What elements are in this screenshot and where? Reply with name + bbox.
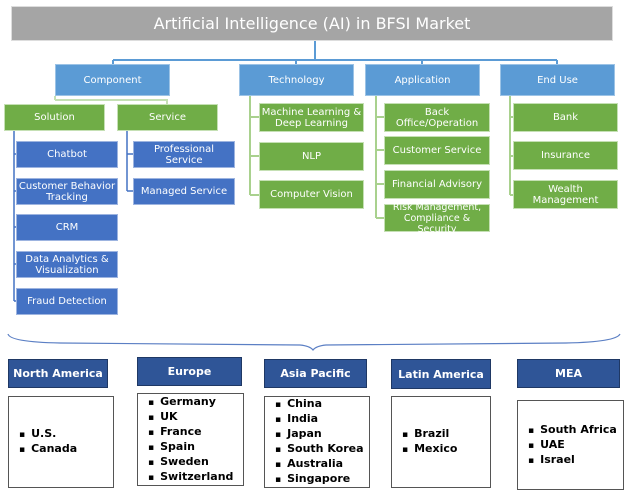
sub-segment-solution: Solution bbox=[4, 104, 105, 131]
country: China bbox=[275, 397, 364, 412]
segment-application: Application bbox=[365, 64, 480, 96]
end-use-item: Wealth Management bbox=[513, 180, 618, 209]
segment-component: Component bbox=[55, 64, 170, 96]
mea-country-list: South AfricaUAEIsrael bbox=[517, 400, 624, 490]
country: Canada bbox=[19, 442, 77, 457]
solution-item: Chatbot bbox=[16, 141, 118, 168]
country: Spain bbox=[148, 440, 233, 455]
country: South Africa bbox=[528, 423, 617, 438]
region-north-america: North America bbox=[8, 359, 108, 388]
north-america-country-list: U.S.Canada bbox=[8, 396, 114, 488]
country: Germany bbox=[148, 395, 233, 410]
segment-end-use: End Use bbox=[500, 64, 615, 96]
solution-item: Fraud Detection bbox=[16, 288, 118, 315]
solution-item: Data Analytics & Visualization bbox=[16, 251, 118, 278]
country: Switzerland bbox=[148, 470, 233, 485]
region-mea: MEA bbox=[517, 359, 620, 388]
country: Japan bbox=[275, 427, 364, 442]
application-item: Customer Service bbox=[384, 136, 490, 165]
region-asia-pacific: Asia Pacific bbox=[264, 359, 367, 388]
region-latin-america: Latin America bbox=[391, 359, 491, 389]
service-item: Professional Service bbox=[133, 141, 235, 168]
diagram-title: Artificial Intelligence (AI) in BFSI Mar… bbox=[11, 6, 613, 41]
application-item: Risk Management, Compliance & Security bbox=[384, 202, 490, 235]
country: U.S. bbox=[19, 427, 77, 442]
country: Australia bbox=[275, 457, 364, 472]
europe-country-list: GermanyUKFranceSpainSwedenSwitzerland bbox=[137, 393, 244, 486]
service-item: Managed Service bbox=[133, 178, 235, 205]
solution-item: CRM bbox=[16, 214, 118, 241]
country: France bbox=[148, 425, 233, 440]
country: UAE bbox=[528, 438, 617, 453]
country: Mexico bbox=[402, 442, 457, 457]
latin-america-country-list: BrazilMexico bbox=[391, 396, 491, 488]
technology-item: Computer Vision bbox=[259, 180, 364, 209]
country: Singapore bbox=[275, 472, 364, 487]
country: Brazil bbox=[402, 427, 457, 442]
solution-item: Customer Behavior Tracking bbox=[16, 178, 118, 205]
region-europe: Europe bbox=[137, 357, 242, 386]
end-use-item: Insurance bbox=[513, 141, 618, 170]
application-item: Back Office/Operation bbox=[384, 103, 490, 132]
technology-item: Machine Learning & Deep Learning bbox=[259, 103, 364, 132]
sub-segment-service: Service bbox=[117, 104, 218, 131]
asia-pacific-country-list: ChinaIndiaJapanSouth KoreaAustraliaSinga… bbox=[264, 396, 370, 488]
country: Israel bbox=[528, 453, 617, 468]
end-use-item: Bank bbox=[513, 103, 618, 132]
country: Sweden bbox=[148, 455, 233, 470]
technology-item: NLP bbox=[259, 142, 364, 171]
segment-technology: Technology bbox=[239, 64, 354, 96]
application-item: Financial Advisory bbox=[384, 170, 490, 199]
country: India bbox=[275, 412, 364, 427]
country: UK bbox=[148, 410, 233, 425]
country: South Korea bbox=[275, 442, 363, 457]
